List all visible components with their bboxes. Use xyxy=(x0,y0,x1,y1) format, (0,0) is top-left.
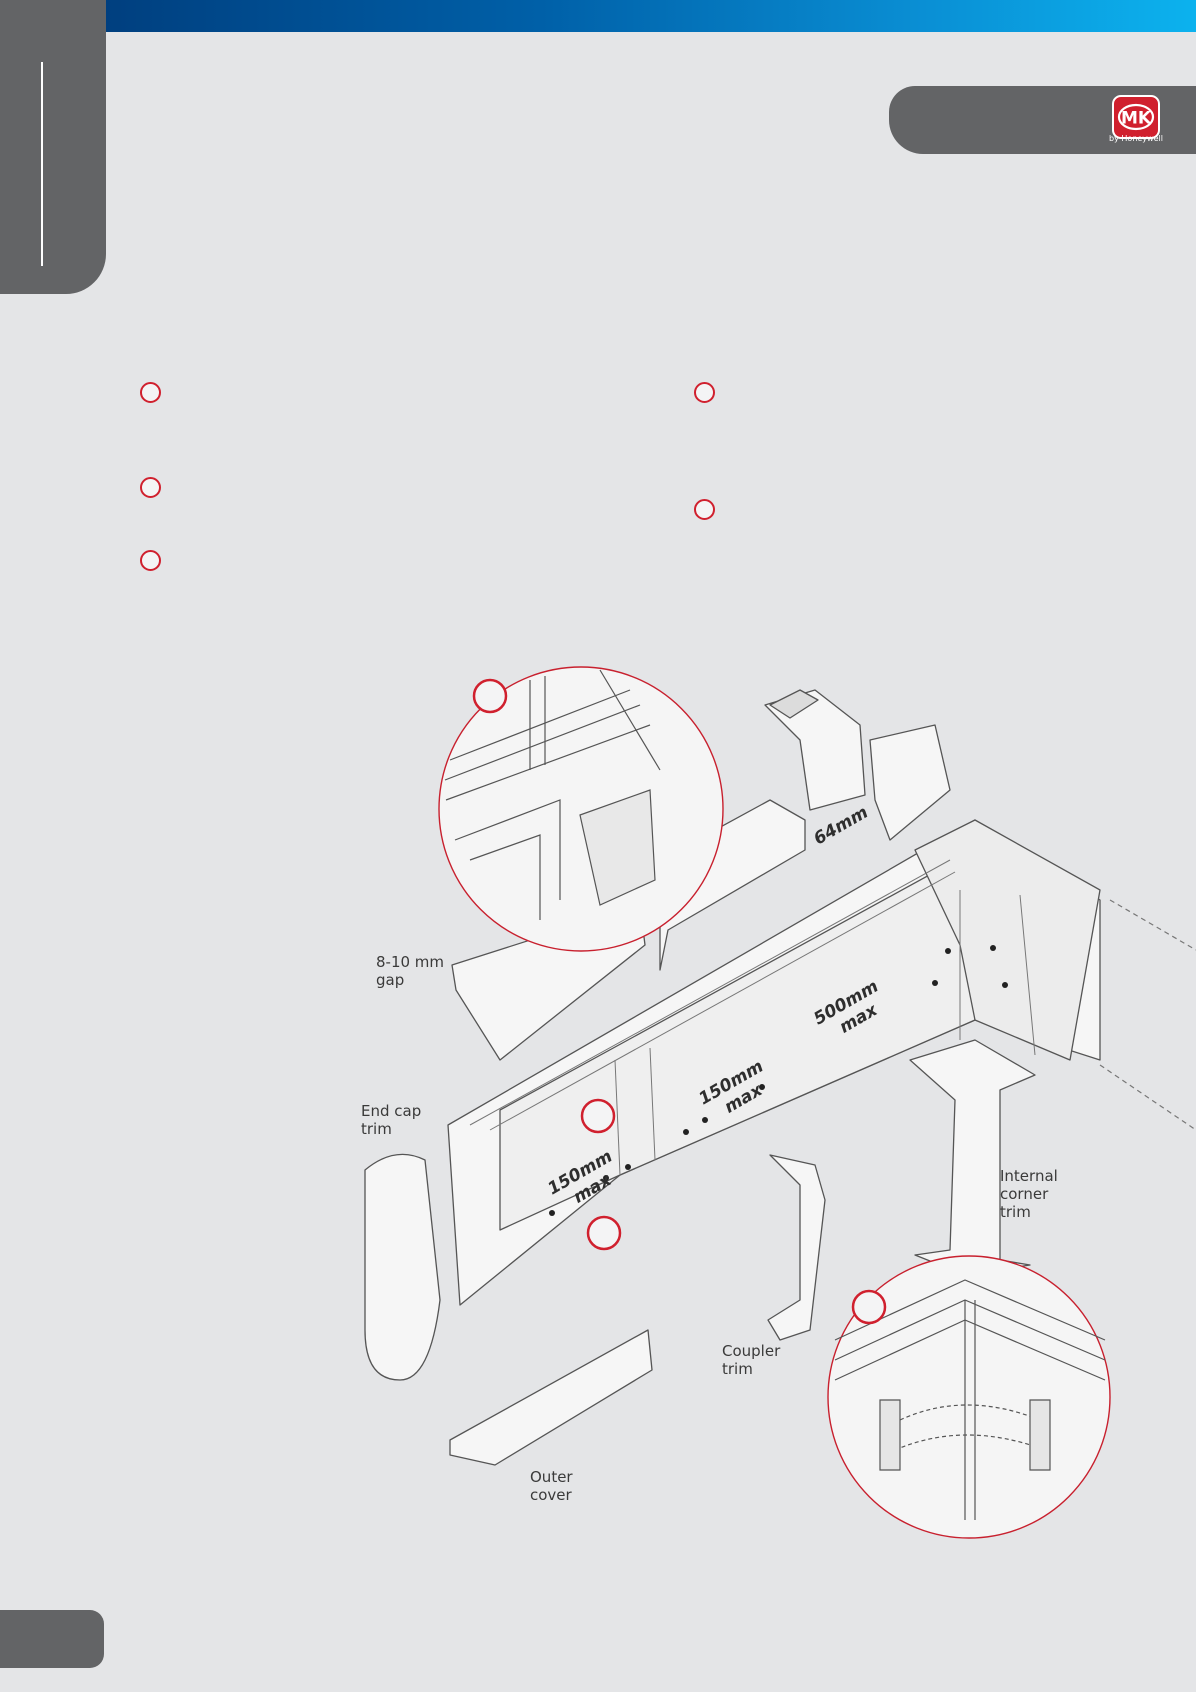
mk-logo: MK xyxy=(1112,95,1160,139)
mk-byline: by Honeywell xyxy=(1109,134,1163,143)
section-side-tab xyxy=(0,0,106,294)
label-internal-corner-trim: Internal corner trim xyxy=(1000,1167,1058,1221)
label-end-cap-trim: End cap trim xyxy=(361,1102,422,1138)
dimension-64mm: 64mm xyxy=(811,802,872,849)
end-cap-trim xyxy=(364,1153,441,1381)
cover-64mm xyxy=(869,724,951,841)
internal-corner-trim-strip xyxy=(909,1039,1036,1276)
step-marker-1 xyxy=(140,382,161,403)
figure-marker-d xyxy=(851,1289,887,1325)
figure-marker-b xyxy=(580,1098,616,1134)
step-marker-3 xyxy=(140,550,161,571)
detail-view-top xyxy=(438,666,724,952)
detail-view-bottom xyxy=(827,1255,1111,1539)
step-marker-2 xyxy=(140,477,161,498)
step-marker-5 xyxy=(694,499,715,520)
mk-logo-text: MK xyxy=(1121,109,1152,129)
figure-marker-c xyxy=(586,1215,622,1251)
figure-marker-a xyxy=(472,678,508,714)
label-outer-cover: Outer cover xyxy=(530,1468,573,1504)
step-marker-4 xyxy=(694,382,715,403)
outer-cover xyxy=(449,1329,653,1466)
side-tab-divider xyxy=(41,62,43,266)
page-number-tab xyxy=(0,1610,104,1668)
label-coupler-trim: Coupler trim xyxy=(722,1342,781,1378)
corner-cap-lid xyxy=(769,689,819,719)
corner-cap-top xyxy=(764,689,866,811)
label-gap: 8-10 mm gap xyxy=(376,953,445,989)
header-gradient-bar xyxy=(104,0,1196,32)
trunking-installation-diagram: 64mm 150mm max 150mm max 500mm max xyxy=(364,666,1196,1539)
coupler-trim-strip xyxy=(767,1154,826,1341)
